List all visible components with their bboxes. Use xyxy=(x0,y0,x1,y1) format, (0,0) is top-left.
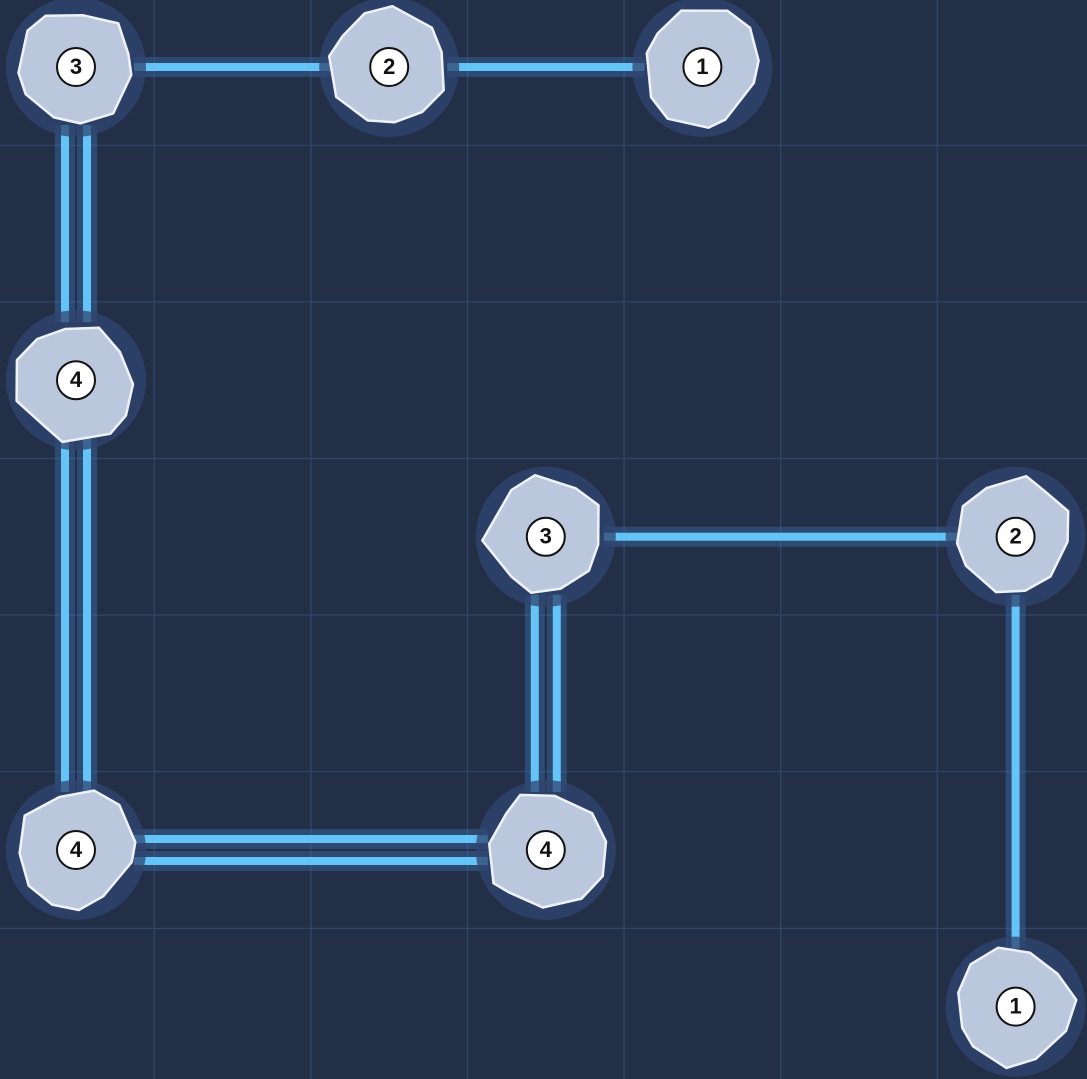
island-label: 2 xyxy=(383,54,395,79)
island-r5c0[interactable]: 4 xyxy=(6,780,146,920)
island-label: 4 xyxy=(70,837,83,862)
island-label: 3 xyxy=(70,54,82,79)
island-r3c6[interactable]: 2 xyxy=(946,467,1086,607)
island-r2c0[interactable]: 4 xyxy=(6,310,146,450)
island-label: 3 xyxy=(540,524,552,549)
island-r0c0[interactable]: 3 xyxy=(6,0,146,137)
island-r0c2[interactable]: 2 xyxy=(319,0,459,137)
island-label: 4 xyxy=(540,837,553,862)
island-label: 1 xyxy=(1009,993,1021,1018)
island-label: 2 xyxy=(1009,524,1021,549)
island-label: 1 xyxy=(696,54,708,79)
island-r6c6[interactable]: 1 xyxy=(946,937,1086,1077)
island-r5c3[interactable]: 4 xyxy=(476,780,616,920)
island-label: 4 xyxy=(70,367,83,392)
island-r0c4[interactable]: 1 xyxy=(632,0,772,137)
island-r3c3[interactable]: 3 xyxy=(476,467,616,607)
